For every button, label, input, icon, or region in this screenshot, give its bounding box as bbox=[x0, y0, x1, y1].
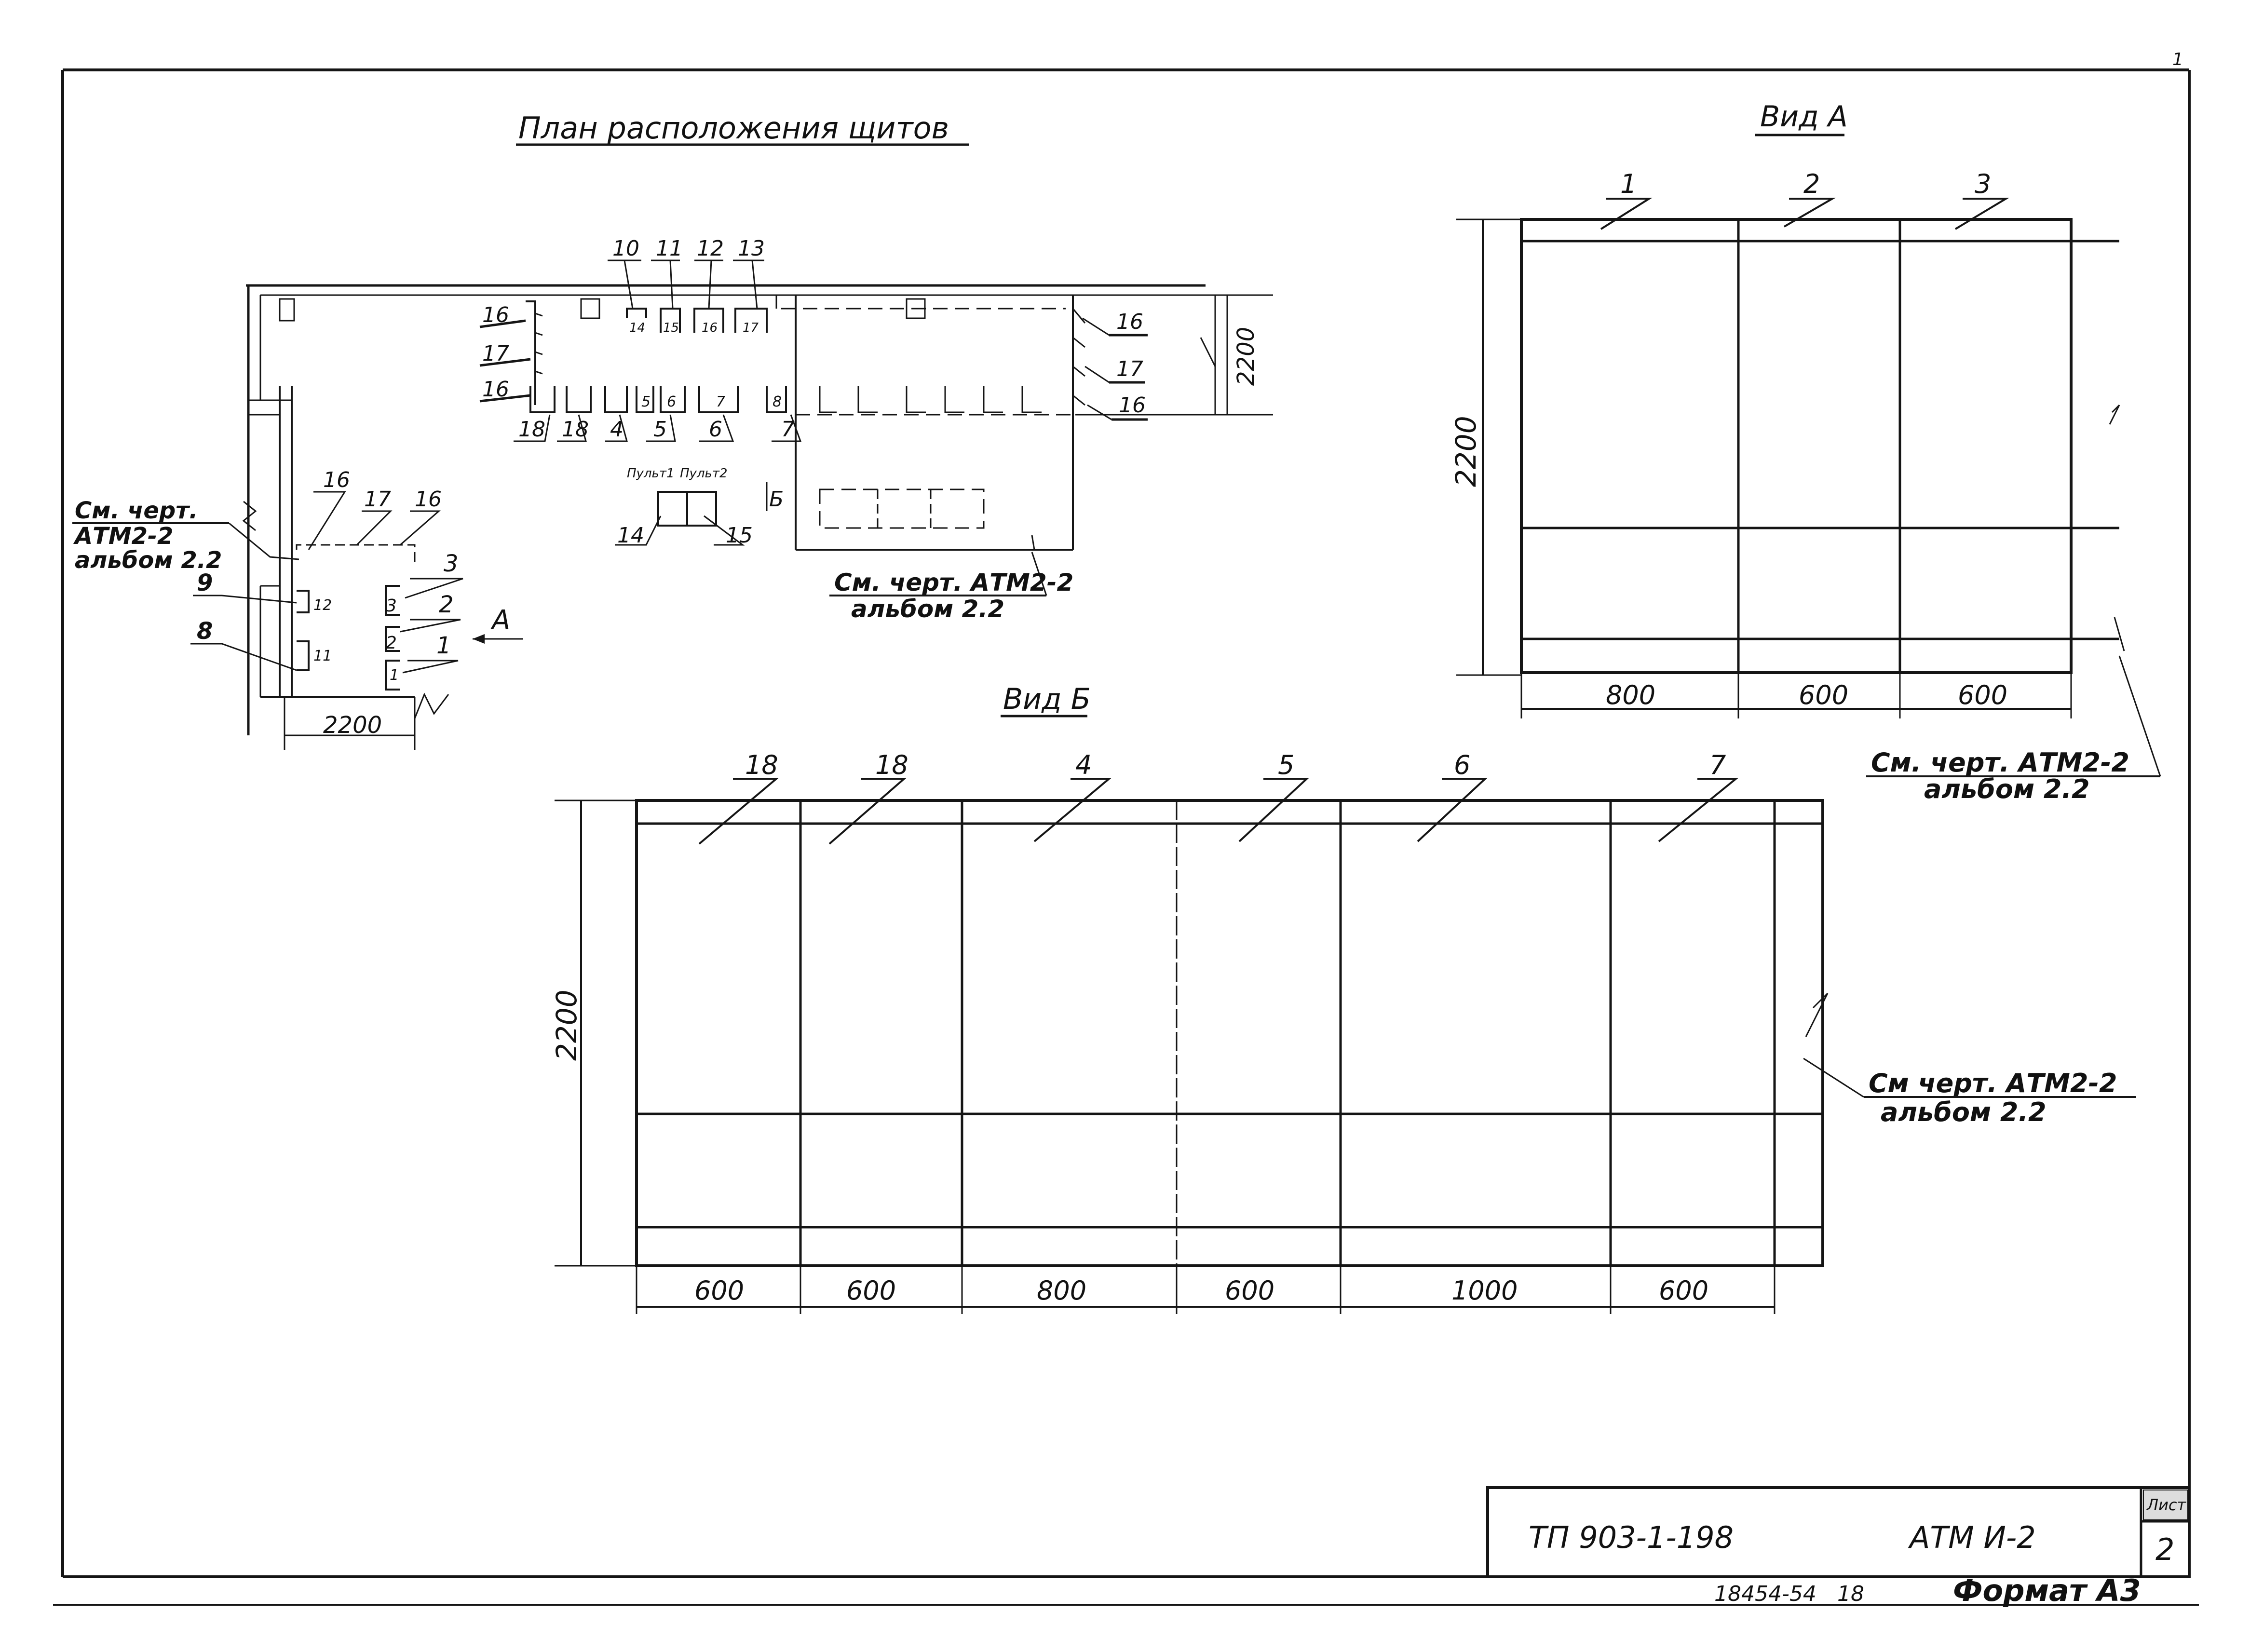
plan-ref-left: См. черт. АТМ2-2 альбом 2.2 bbox=[72, 497, 299, 574]
plan-inner-16: 16 bbox=[702, 321, 718, 335]
plan-left-block: 12 11 3 2 1 16 17 16 9 8 3 2 1 А bbox=[190, 468, 523, 691]
plan-ref-bottom-2: альбом 2.2 bbox=[851, 595, 1004, 623]
view-b-ref-1: См черт. АТМ2-2 bbox=[1869, 1068, 2117, 1098]
plan-pult2: Пульт2 bbox=[680, 466, 728, 481]
plan-right-marks: 16 17 16 bbox=[1082, 310, 1148, 421]
title-sheet-label: Лист bbox=[2146, 1496, 2186, 1514]
plan-dim-height: 2200 bbox=[1200, 295, 1260, 415]
view-b-w-600c: 600 bbox=[1225, 1275, 1274, 1306]
title-inv2: 18 bbox=[1837, 1582, 1864, 1606]
plan-inner-15: 15 bbox=[663, 321, 679, 335]
plan-lb-r-inner-3: 3 bbox=[386, 596, 397, 616]
plan-pult1: Пульт1 bbox=[627, 466, 675, 481]
corner-mark: 1 bbox=[2172, 50, 2183, 69]
view-b: Вид Б 18 18 4 5 6 7 2200 600 600 800 bbox=[550, 682, 2136, 1314]
title-sheet-code: АТМ И-2 bbox=[1908, 1520, 2036, 1555]
plan-room-right bbox=[775, 294, 1273, 551]
plan-console-14: 14 bbox=[617, 523, 644, 548]
plan-mark-13: 13 bbox=[738, 236, 765, 261]
plan-lb-3: 3 bbox=[444, 550, 459, 577]
plan-label-a: А bbox=[490, 605, 510, 636]
plan-ref-bottom-1: См. черт. АТМ2-2 bbox=[834, 569, 1073, 596]
plan-mark-11: 11 bbox=[656, 236, 683, 261]
plan-bottom-5: 5 bbox=[653, 417, 667, 442]
plan-inner-8: 8 bbox=[773, 393, 782, 410]
view-b-ref-2: альбом 2.2 bbox=[1881, 1097, 2047, 1127]
plan-ref-left-2: АТМ2-2 bbox=[73, 523, 173, 550]
plan-walls bbox=[246, 284, 1206, 735]
plan-lb-17: 17 bbox=[364, 487, 391, 512]
title-code: ТП 903-1-198 bbox=[1529, 1520, 1734, 1555]
plan-lb-inner-12: 12 bbox=[313, 597, 332, 614]
title-format: Формат А3 bbox=[1953, 1573, 2141, 1608]
plan-ref-left-3: альбом 2.2 bbox=[75, 547, 222, 574]
plan-inner-6: 6 bbox=[667, 393, 676, 410]
view-b-title: Вид Б bbox=[1003, 682, 1091, 716]
plan-mark-10: 10 bbox=[612, 236, 639, 261]
plan-lb-16b: 16 bbox=[415, 487, 442, 512]
view-b-mark-18a: 18 bbox=[745, 750, 778, 780]
view-b-w-600b: 600 bbox=[846, 1275, 896, 1306]
title-sheet-no: 2 bbox=[2155, 1532, 2174, 1567]
view-a-mark-3: 3 bbox=[1975, 169, 1991, 199]
plan-lb-9: 9 bbox=[197, 569, 213, 596]
view-b-mark-5: 5 bbox=[1278, 750, 1294, 780]
plan-inner-7: 7 bbox=[716, 393, 725, 410]
plan-consoles: Пульт1 Пульт2 Б 14 15 bbox=[615, 466, 784, 548]
view-b-mark-4: 4 bbox=[1075, 750, 1092, 780]
plan-inner-14: 14 bbox=[629, 321, 645, 335]
plan-right-16b: 16 bbox=[1119, 393, 1146, 418]
plan-right-16a: 16 bbox=[1116, 310, 1143, 334]
plan-inner-5: 5 bbox=[641, 393, 651, 410]
plan-bottom-6: 6 bbox=[709, 417, 722, 442]
view-a-ref-1: См. черт. АТМ2-2 bbox=[1871, 747, 2129, 778]
view-a-w-600a: 600 bbox=[1799, 680, 1848, 710]
plan-lb-inner-11: 11 bbox=[313, 648, 332, 664]
plan-view: План расположения щитов bbox=[72, 110, 1273, 750]
view-a-mark-1: 1 bbox=[1620, 169, 1637, 199]
plan-top-panels: 10 11 12 13 14 15 16 17 bbox=[608, 236, 768, 335]
plan-mark-12: 12 bbox=[697, 236, 724, 261]
plan-ref-left-1: См. черт. bbox=[75, 497, 198, 524]
view-a-w-800: 800 bbox=[1606, 680, 1655, 710]
view-a-ref-2: альбом 2.2 bbox=[1924, 774, 2090, 804]
view-b-height: 2200 bbox=[550, 989, 583, 1061]
plan-ref-bottom: См. черт. АТМ2-2 альбом 2.2 bbox=[829, 552, 1073, 623]
view-b-w-800: 800 bbox=[1037, 1275, 1086, 1306]
view-a: Вид А 1 2 3 2200 800 600 600 См. черт. А… bbox=[1450, 100, 2161, 804]
sheet-frame bbox=[53, 68, 2199, 1606]
plan-lb-8: 8 bbox=[197, 618, 213, 645]
view-b-w-600d: 600 bbox=[1659, 1275, 1708, 1306]
view-b-w-600a: 600 bbox=[694, 1275, 744, 1306]
view-a-title: Вид А bbox=[1760, 100, 1848, 134]
plan-lb-r-inner-2: 2 bbox=[386, 633, 397, 653]
plan-dim-2200-h: 2200 bbox=[323, 712, 382, 739]
plan-lb-r-inner-1: 1 bbox=[390, 667, 399, 684]
view-a-mark-2: 2 bbox=[1803, 169, 1820, 199]
view-b-w-1000: 1000 bbox=[1451, 1275, 1518, 1306]
plan-lb-16a: 16 bbox=[323, 468, 350, 492]
view-b-mark-6: 6 bbox=[1454, 750, 1470, 780]
title-block: Лист ТП 903-1-198 АТМ И-2 2 18454-54 18 … bbox=[1486, 1486, 2191, 1608]
plan-lb-1: 1 bbox=[436, 632, 451, 659]
plan-lb-2: 2 bbox=[439, 591, 454, 618]
view-b-mark-7: 7 bbox=[1709, 750, 1726, 780]
plan-bottom-panels: 5 6 7 8 18 18 4 5 6 7 bbox=[514, 386, 802, 442]
view-a-height: 2200 bbox=[1450, 416, 1482, 487]
plan-dim-2200-v: 2200 bbox=[1233, 327, 1260, 386]
plan-title: План расположения щитов bbox=[518, 110, 949, 146]
view-b-mark-18b: 18 bbox=[875, 750, 908, 780]
title-inv: 18454-54 bbox=[1714, 1582, 1816, 1606]
plan-bottom-18a: 18 bbox=[518, 417, 545, 442]
view-a-w-600b: 600 bbox=[1958, 680, 2007, 710]
plan-inner-17: 17 bbox=[743, 321, 759, 335]
plan-dim-width: 2200 bbox=[284, 697, 416, 750]
plan-right-17: 17 bbox=[1116, 357, 1143, 381]
plan-label-b: Б bbox=[769, 487, 784, 512]
plan-left-panels: 16 17 16 bbox=[479, 300, 543, 405]
